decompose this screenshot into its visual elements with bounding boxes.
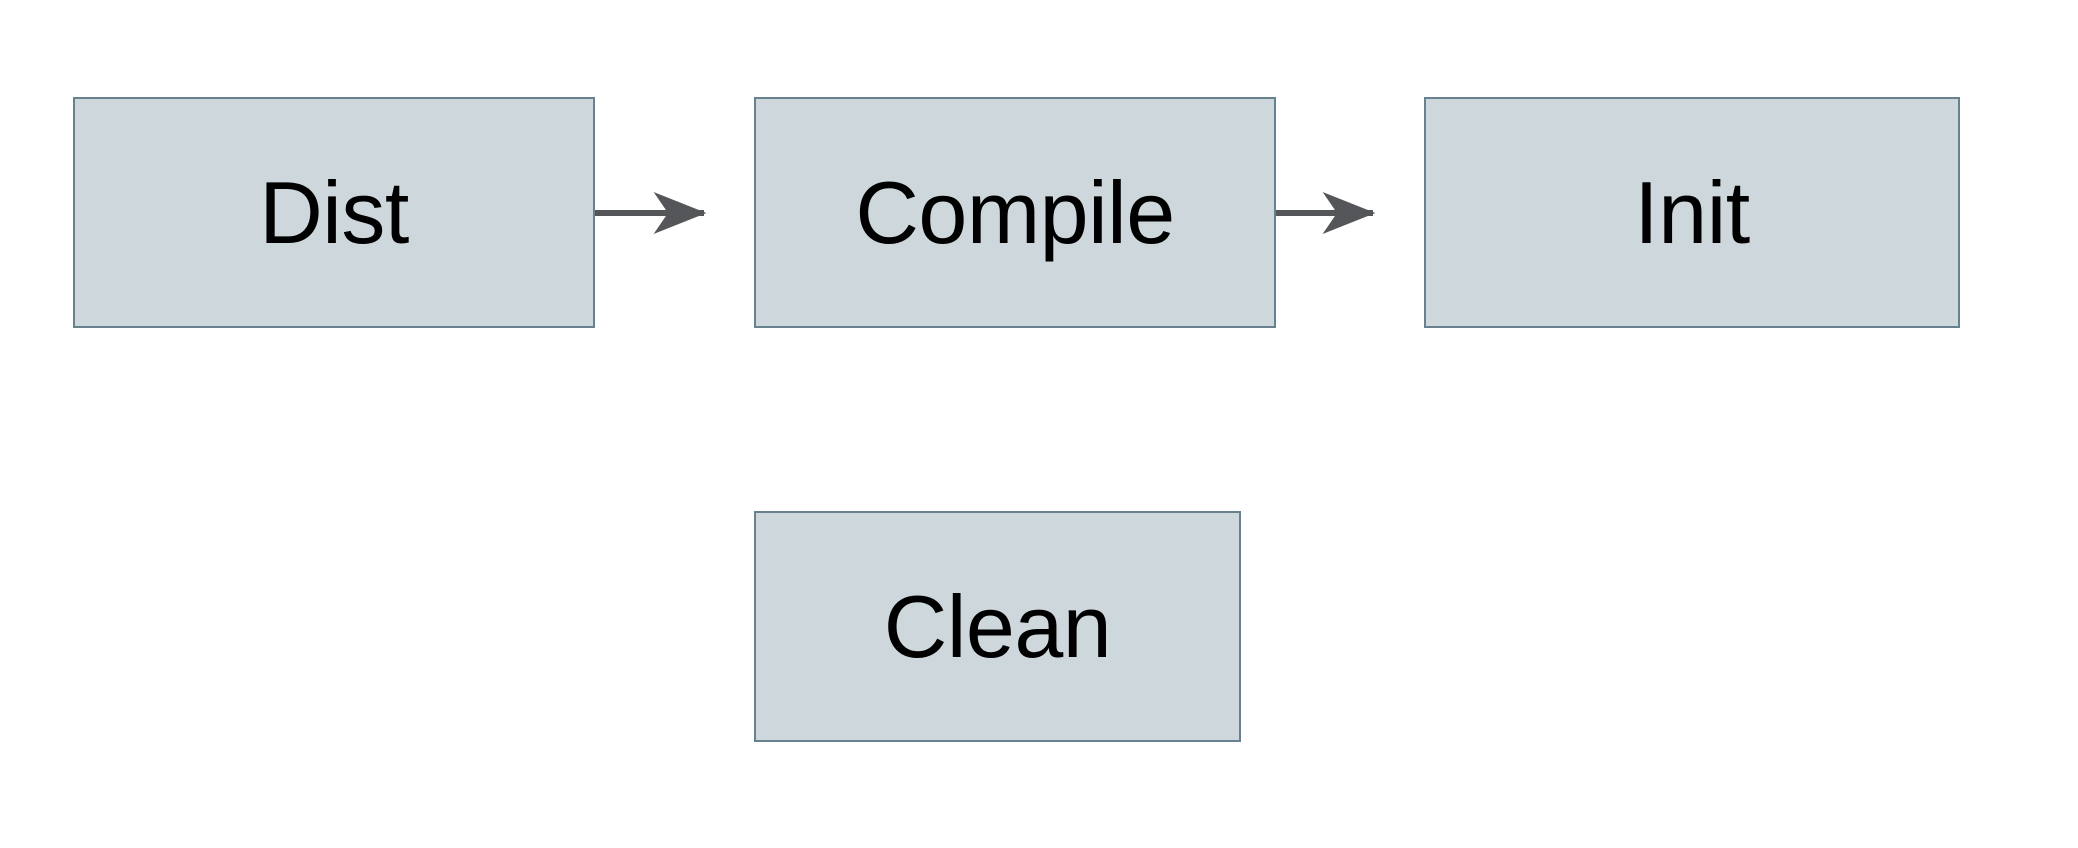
node-label-clean: Clean	[883, 576, 1112, 676]
node-label-init: Init	[1634, 162, 1750, 262]
node-init[interactable]: Init	[1424, 97, 1960, 328]
node-clean[interactable]: Clean	[754, 511, 1241, 742]
node-dist[interactable]: Dist	[73, 97, 595, 328]
node-label-compile: Compile	[855, 162, 1175, 262]
node-label-dist: Dist	[259, 162, 409, 262]
node-compile[interactable]: Compile	[754, 97, 1276, 328]
